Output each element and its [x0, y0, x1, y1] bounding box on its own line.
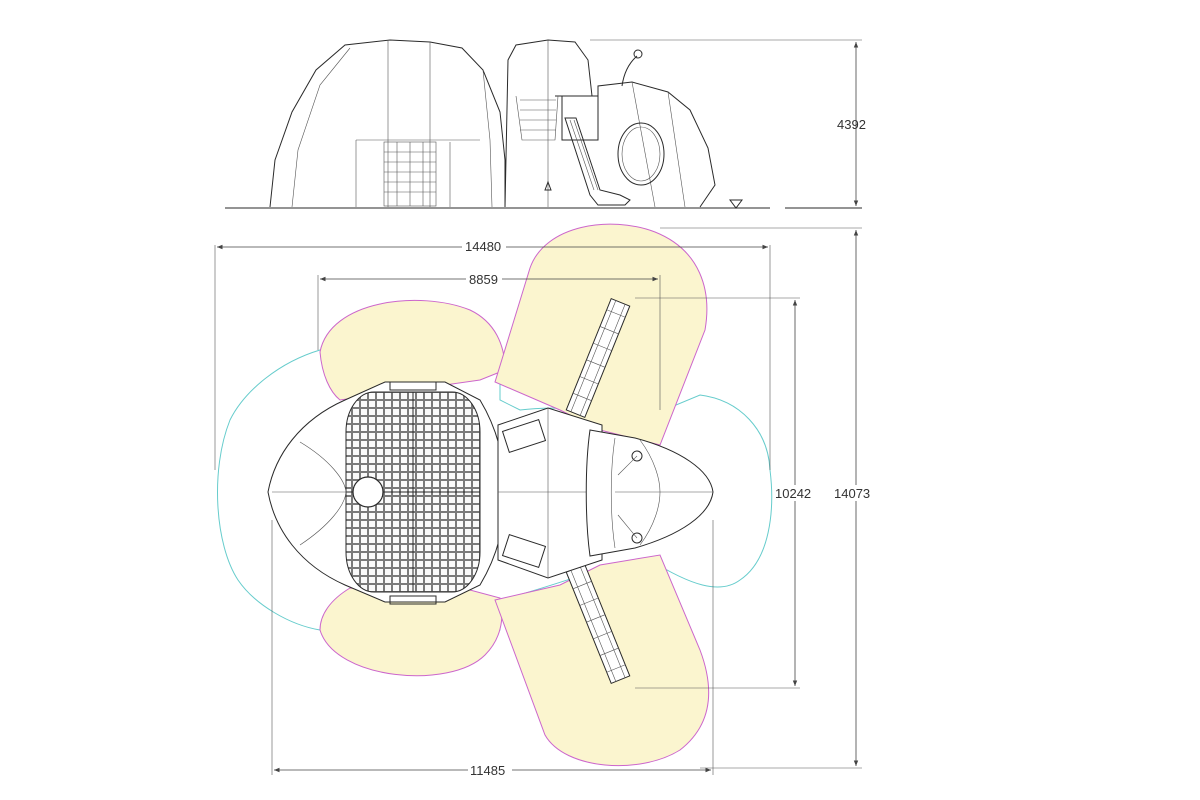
- elevation-slide: [561, 95, 631, 206]
- safety-zone-bottom-left: [319, 587, 503, 677]
- plan-right-dome: [585, 429, 714, 557]
- elevation-center-module: [504, 39, 593, 208]
- dimension-overall-depth: 14073: [832, 230, 878, 766]
- svg-text:8859: 8859: [469, 272, 498, 287]
- plan-view: [214, 39, 862, 775]
- elevation-view: [225, 39, 862, 209]
- svg-text:14480: 14480: [465, 239, 501, 254]
- level-marker: [729, 199, 743, 209]
- plan-antenna-bottom: [631, 532, 643, 544]
- plan-antenna-top: [631, 450, 643, 462]
- safety-zone-top-left: [319, 299, 506, 401]
- plan-slide-top: [565, 297, 631, 419]
- dimension-base-width: 11485: [274, 761, 711, 778]
- svg-text:4392: 4392: [837, 117, 866, 132]
- svg-text:11485: 11485: [470, 763, 505, 778]
- dimension-slide-span: 10242: [773, 300, 817, 686]
- elevation-porthole: [617, 122, 665, 186]
- elevation-left-dome: [269, 39, 506, 208]
- plan-connector: [497, 407, 603, 579]
- svg-text:14073: 14073: [834, 486, 870, 501]
- svg-text:10242: 10242: [775, 486, 811, 501]
- dimension-overall-width: 14480: [217, 238, 768, 254]
- elevation-climbing-net: [384, 142, 436, 206]
- dimension-elevation-height: 4392: [837, 42, 866, 206]
- plan-center-pole: [352, 476, 384, 508]
- plan-main-dome: [267, 381, 506, 605]
- elevation-right-dome: [597, 81, 716, 208]
- dimension-structure-width: 8859: [320, 270, 658, 287]
- elevation-antenna: [621, 55, 638, 87]
